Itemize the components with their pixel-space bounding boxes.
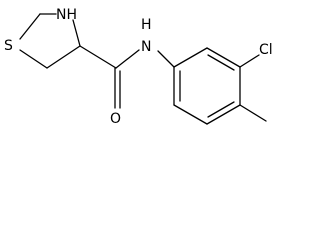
atom-label-chlorine: Cl [259, 42, 273, 58]
bond-ar-inner-2 [207, 101, 235, 118]
bond-n-aryl [157, 50, 175, 68]
molecule-drawing: S NH H N O Cl [4, 7, 273, 127]
structure-diagram: S NH H N O Cl [4, 7, 273, 127]
bond-ar-c2-c3 [206, 47, 241, 68]
bond-carbonyl-n [115, 49, 140, 69]
bond-c4-c5 [46, 45, 81, 69]
atom-label-ring-nitrogen: NH [56, 7, 77, 23]
bond-ar-methyl [239, 104, 267, 122]
bond-c5-s [19, 49, 48, 69]
atom-label-sulfur: S [4, 38, 13, 54]
bond-s-c2 [19, 13, 41, 40]
bond-ar-c5-c6 [173, 104, 208, 125]
bond-ar-inner-1 [207, 54, 235, 71]
bond-c4-carbonyl [79, 45, 117, 69]
atom-label-amide-nitrogen: N [141, 39, 151, 55]
bond-ar-c1-c2 [173, 47, 208, 68]
bond-ar-cl [239, 54, 260, 68]
atom-label-amide-hydrogen: H [141, 17, 152, 33]
bond-ar-c4-c5 [206, 104, 241, 125]
bond-n3-c4 [72, 19, 81, 47]
atom-label-oxygen: O [110, 111, 121, 127]
